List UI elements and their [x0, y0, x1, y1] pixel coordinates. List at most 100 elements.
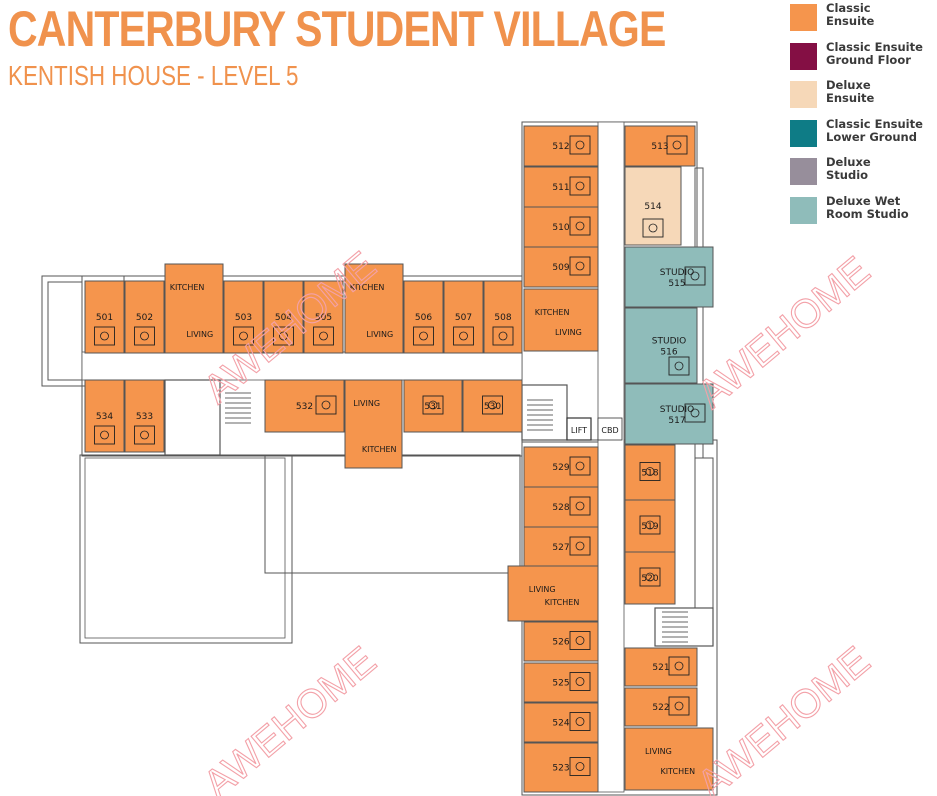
room-524[interactable]: 524	[523, 702, 599, 743]
room-527[interactable]: 527	[523, 526, 599, 568]
room-514[interactable]: 514	[624, 166, 682, 246]
ensuite-pod	[413, 326, 434, 346]
corridor	[81, 351, 523, 381]
toilet-symbol	[575, 221, 585, 231]
room-513[interactable]: 513	[624, 125, 696, 167]
room-fill	[523, 621, 599, 662]
toilet-symbol	[645, 572, 655, 582]
room-fill	[223, 280, 264, 354]
ensuite-pod	[569, 216, 591, 236]
legend-swatch	[790, 81, 817, 108]
room-number: 534	[96, 412, 113, 422]
room-number: STUDIO	[652, 337, 686, 347]
legend-label: Deluxe Wet Room Studio	[826, 194, 909, 221]
room-530[interactable]: 530	[462, 379, 523, 433]
room-fill	[523, 662, 599, 703]
shared-label-top: KITCHEN	[170, 283, 205, 292]
room-number: 506	[415, 313, 432, 323]
room-521[interactable]: 521	[624, 647, 698, 687]
room-507[interactable]: 507	[443, 280, 484, 354]
room-number: 519	[641, 522, 658, 532]
room-504[interactable]: 504	[263, 280, 304, 354]
page-title: CANTERBURY STUDENT VILLAGE	[8, 1, 666, 57]
room-511[interactable]: 511	[523, 166, 599, 208]
room-526[interactable]: 526	[523, 621, 599, 662]
shared-kitchen-living[interactable]: KITCHEN LIVING	[164, 263, 224, 354]
legend-swatch	[790, 158, 817, 185]
toilet-symbol	[428, 400, 438, 410]
room-number: 531	[424, 402, 441, 412]
ensuite-pod	[569, 496, 591, 516]
shared-kitchen-living[interactable]: KITCHEN LIVING	[523, 288, 599, 352]
room-525[interactable]: 525	[523, 662, 599, 703]
ensuite-pod	[668, 356, 690, 376]
room-501[interactable]: 501	[84, 280, 125, 354]
legend-label: Classic Ensuite	[826, 1, 875, 28]
toilet-symbol	[140, 430, 149, 440]
ensuite-pod	[666, 135, 688, 155]
room-number: 503	[235, 313, 252, 323]
room-number: 501	[96, 313, 113, 323]
ensuite-pod	[569, 672, 591, 691]
wall-outline	[264, 454, 521, 574]
ensuite-pod	[315, 395, 337, 415]
legend-item-deluxe-ensuite: Deluxe Ensuite	[790, 79, 935, 113]
room-523[interactable]: 523	[523, 742, 599, 793]
room-fill	[403, 379, 463, 433]
room-fill	[624, 647, 698, 687]
room-number: 521	[652, 663, 669, 673]
toilet-symbol	[321, 400, 331, 410]
shared-label-bottom: LIVING	[555, 328, 582, 337]
room-number: 523	[552, 764, 569, 774]
room-503[interactable]: 503	[223, 280, 264, 354]
room-number: STUDIO	[660, 268, 694, 278]
shared-label-top: LIVING	[353, 399, 380, 408]
room-512[interactable]: 512	[523, 125, 599, 167]
toilet-symbol	[140, 331, 149, 341]
room-fill	[624, 551, 676, 605]
ensuite-pod	[639, 567, 661, 587]
toilet-symbol	[672, 140, 682, 150]
room-508[interactable]: 508	[483, 280, 523, 354]
room-506[interactable]: 506	[403, 280, 444, 354]
toilet-symbol	[279, 331, 288, 341]
room-533[interactable]: 533	[124, 379, 165, 453]
shared-label-top: KITCHEN	[535, 308, 570, 317]
legend-swatch	[790, 120, 817, 147]
room-520[interactable]: 520	[624, 551, 676, 605]
room-fill	[523, 206, 599, 248]
room-519[interactable]: 519	[624, 499, 676, 553]
room-510[interactable]: 510	[523, 206, 599, 248]
room-531[interactable]: 531	[403, 379, 463, 433]
room-522[interactable]: 522	[624, 687, 698, 727]
shared-label-bottom: LIVING	[186, 330, 213, 339]
room-fill	[624, 125, 696, 167]
ensuite-pod	[569, 631, 591, 650]
room-number: 522	[652, 703, 669, 713]
room-518[interactable]: 518	[624, 444, 676, 501]
room-528[interactable]: 528	[523, 486, 599, 528]
toilet-symbol	[674, 361, 684, 371]
room-number: 507	[455, 313, 472, 323]
room-509[interactable]: 509	[523, 246, 599, 288]
room-529[interactable]: 529	[523, 446, 599, 488]
room-number: 511	[552, 183, 569, 193]
toilet-symbol	[319, 331, 328, 341]
ensuite-pod	[668, 696, 690, 716]
corridor	[597, 121, 625, 793]
room-number: 520	[641, 574, 658, 584]
room-number: 513	[651, 142, 668, 152]
room-fill	[483, 280, 523, 354]
room-505[interactable]: 505	[303, 280, 344, 354]
room-502[interactable]: 502	[124, 280, 165, 354]
room-number: 525	[552, 679, 569, 689]
room-534[interactable]: 534	[84, 379, 125, 453]
room-532[interactable]: 532	[264, 379, 345, 433]
